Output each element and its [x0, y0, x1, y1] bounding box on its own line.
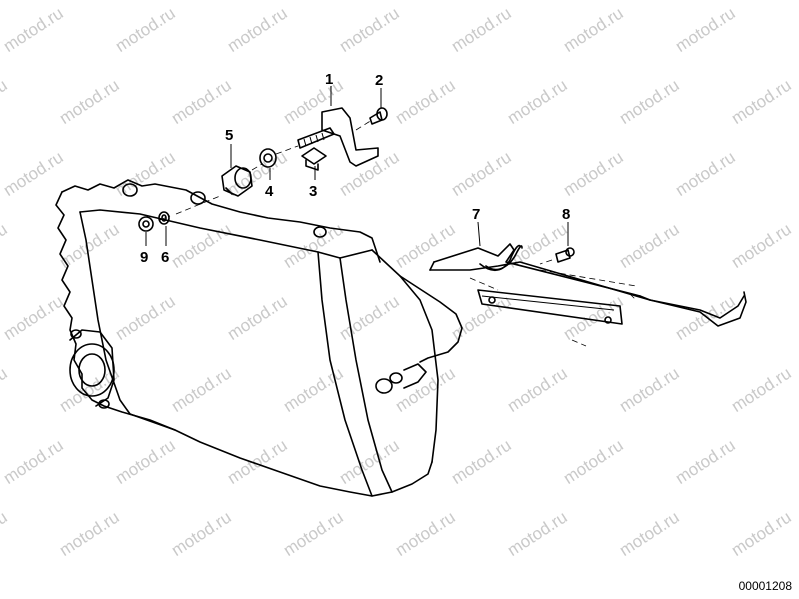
callout-5: 5 [225, 127, 233, 144]
part-clip-3 [301, 147, 327, 171]
part-hose-bracket-7 [429, 243, 747, 347]
callout-3: 3 [309, 183, 317, 200]
reference-number: 00001208 [738, 579, 792, 593]
callout-4: 4 [265, 183, 274, 200]
callout-2: 2 [375, 72, 383, 89]
part-screw-8 [539, 247, 575, 265]
callout-8: 8 [562, 206, 570, 223]
callout-9: 9 [140, 249, 148, 266]
part-screw-2 [369, 107, 388, 125]
part-nut-9 [138, 216, 154, 232]
part-nut-4 [259, 148, 277, 168]
part-bracket-1 [297, 107, 379, 167]
callout-1: 1 [325, 71, 333, 88]
callout-6: 6 [161, 249, 169, 266]
part-washer-6 [158, 211, 170, 225]
cooler-housing [55, 179, 463, 497]
callout-7: 7 [472, 206, 480, 223]
part-bush-5 [221, 165, 253, 197]
